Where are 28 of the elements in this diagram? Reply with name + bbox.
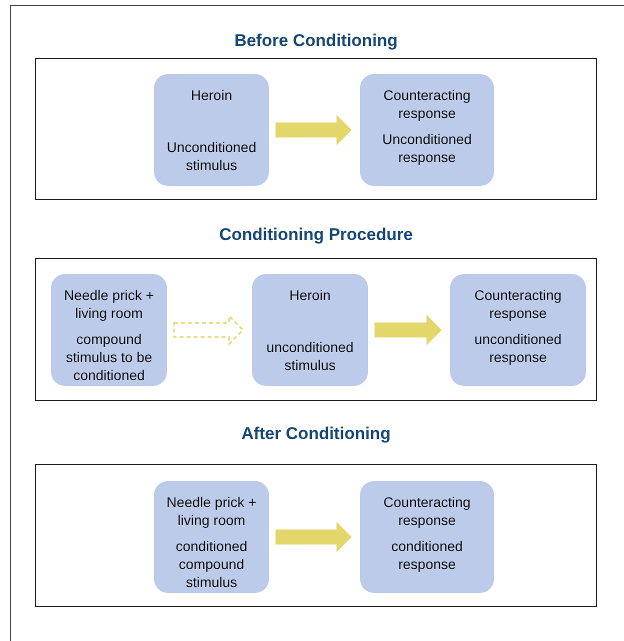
stimulus-box [154,74,269,186]
stimulus-box [51,274,167,386]
stimulus-box [450,274,586,386]
stimulus-box [252,274,368,386]
box-text: Counteracting response [473,286,563,322]
box-text: unconditioned response [473,330,563,366]
box-text: Heroin [190,86,232,104]
block-arrow [276,522,352,552]
box-text: Unconditioned stimulus [166,138,258,174]
section-heading: Conditioning Procedure [218,224,414,246]
stimulus-box [360,74,494,186]
block-arrow [276,114,352,146]
dashed-block-arrow [173,314,244,346]
stimulus-box [360,481,494,593]
box-text: compound stimulus to be conditioned [64,330,154,384]
stimulus-box [154,481,269,593]
box-text: Counteracting response [382,493,472,529]
box-text: Counteracting response [382,86,472,122]
box-text: Needle prick + living room [63,286,155,322]
section-heading: After Conditioning [240,423,392,445]
box-text: conditioned compound stimulus [174,537,248,591]
block-arrow [374,314,442,346]
box-text: conditioned response [390,537,464,573]
box-text: unconditioned stimulus [265,338,355,374]
box-text: Heroin [289,286,331,304]
box-text: Unconditioned response [381,130,473,166]
section-heading: Before Conditioning [233,30,399,52]
box-text: Needle prick + living room [166,493,258,529]
